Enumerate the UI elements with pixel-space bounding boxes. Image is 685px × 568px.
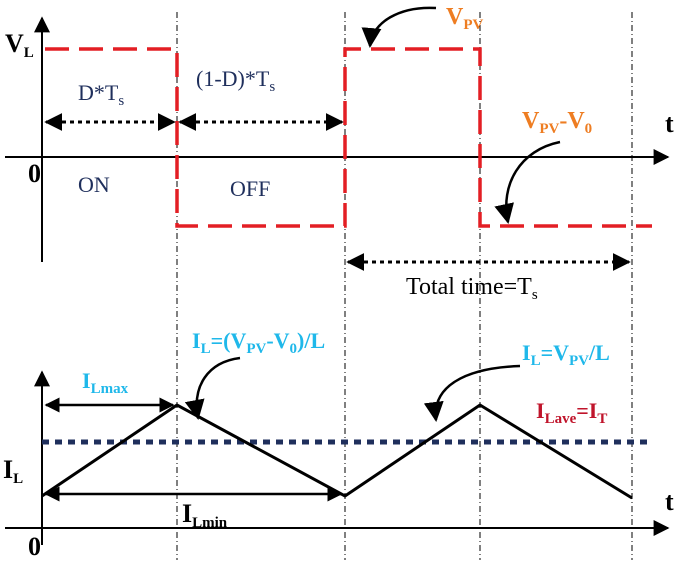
off-state-label: OFF — [230, 176, 270, 201]
vpv-v0-pointer-arrow — [494, 140, 561, 224]
voltage-origin-label: 0 — [28, 159, 41, 188]
fall-slope-pointer-arrow — [184, 356, 241, 420]
inductor-current-waveform — [41, 403, 633, 500]
duty-on-label: D*Ts — [78, 80, 124, 109]
period-guide-lines — [176, 12, 633, 560]
ilave-label: ILave=IT — [536, 398, 607, 427]
current-axis-label: IL — [3, 455, 23, 487]
voltage-axis-label: VL — [5, 29, 34, 61]
rise-slope-equation: IL=VPV/L — [522, 340, 610, 369]
ilmin-label: ILmin — [182, 499, 228, 531]
fall-slope-equation: IL=(VPV-V0)/L — [192, 328, 325, 357]
inductor-voltage-waveform — [45, 47, 652, 228]
vpv-label: VPV — [446, 4, 484, 33]
vpv-pointer-arrow — [361, 6, 437, 48]
on-state-label: ON — [78, 172, 110, 197]
duty-off-label: (1-D)*Ts — [196, 66, 275, 95]
rise-slope-pointer-arrow — [423, 364, 521, 422]
voltage-time-label: t — [665, 109, 674, 138]
current-time-label: t — [665, 487, 674, 516]
vpv-minus-v0-label: VPV-V0 — [522, 108, 592, 137]
ilmax-label: ILmax — [82, 368, 129, 397]
total-time-label: Total time=Ts — [406, 274, 538, 303]
current-origin-label: 0 — [28, 532, 41, 561]
